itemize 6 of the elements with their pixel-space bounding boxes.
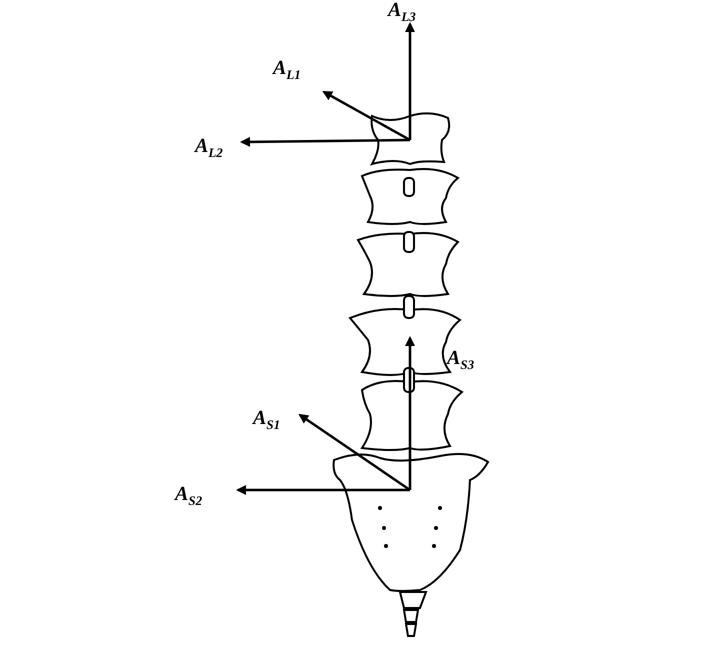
axis-label: A$_{L2}$ (195, 136, 223, 159)
axis-label: A$_{S1}$ (253, 408, 280, 431)
axis-label: A$_{S2}$ (175, 484, 202, 507)
axis-label: A$_{L3}$ (388, 0, 416, 23)
axis-label: A$_{S3}$ (447, 348, 474, 371)
axis-label: A$_{L1}$ (273, 58, 301, 81)
